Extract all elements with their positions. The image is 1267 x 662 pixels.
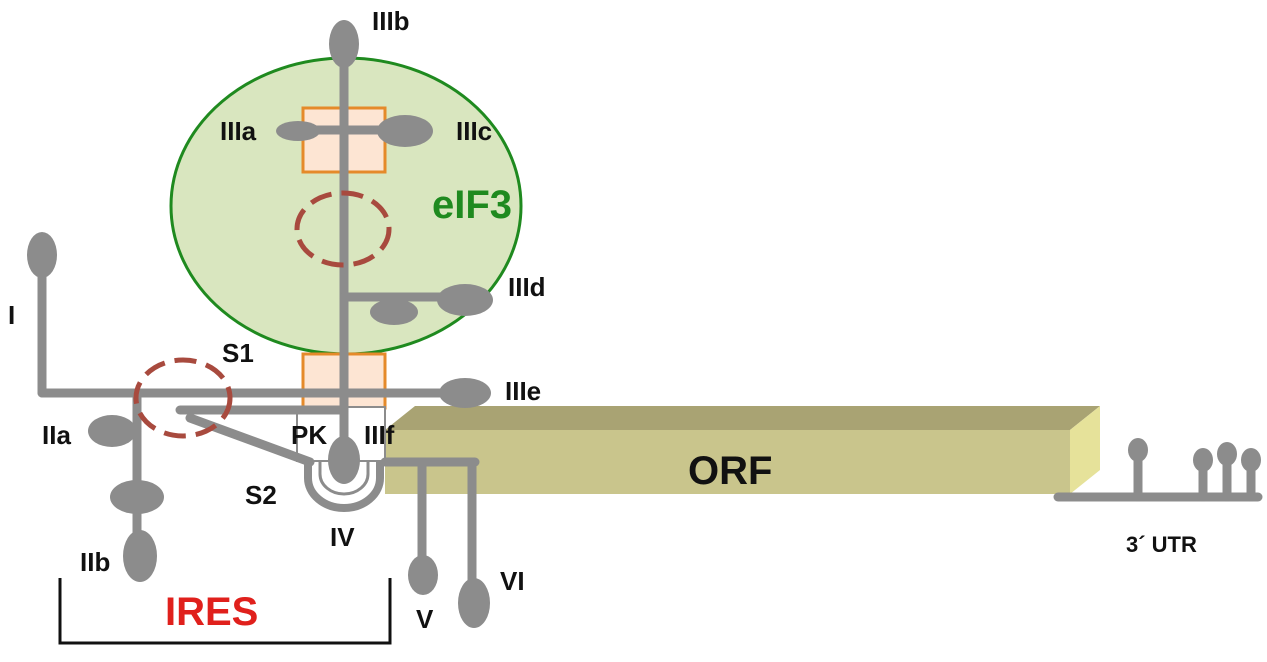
label-VI: VI <box>500 566 525 596</box>
label-I: I <box>8 300 15 330</box>
loop-IIId-upper <box>437 284 493 316</box>
loop-IIIc <box>377 115 433 147</box>
loop-utr-3 <box>1217 442 1237 466</box>
loop-utr-4 <box>1241 448 1261 472</box>
label-IIId: IIId <box>508 272 546 302</box>
label-IIa: IIa <box>42 420 71 450</box>
label-eIF3: eIF3 <box>432 183 512 227</box>
label-IV: IV <box>330 522 355 552</box>
loop-V <box>408 555 438 595</box>
dashed-site-s1 <box>133 357 233 439</box>
label-IRES: IRES <box>165 590 258 634</box>
orf-block <box>385 406 1100 494</box>
loop-IIa <box>88 415 136 447</box>
label-ORF: ORF <box>688 449 772 493</box>
label-IIIb: IIIb <box>372 6 410 36</box>
label-PK: PK <box>291 420 327 450</box>
label-IIb: IIb <box>80 547 110 577</box>
label-3utr: 3´ UTR <box>1126 532 1197 557</box>
loop-utr-2 <box>1193 448 1213 472</box>
label-IIIc: IIIc <box>456 116 492 146</box>
loop-I <box>27 232 57 278</box>
label-IIIf: IIIf <box>364 420 395 450</box>
loop-IIb <box>123 530 157 582</box>
dashed-site-eif3 <box>294 190 392 268</box>
ires-bracket <box>58 578 392 645</box>
loop-IIb-middle <box>110 480 164 514</box>
rna-loops <box>27 20 1261 628</box>
loop-IIIf <box>328 436 360 484</box>
loop-IIIb <box>329 20 359 68</box>
label-IIIe: IIIe <box>505 376 541 406</box>
loop-IIId-lower <box>370 299 418 325</box>
loop-IIIa <box>276 121 320 141</box>
loop-VI <box>458 578 490 628</box>
label-S1: S1 <box>222 338 254 368</box>
label-S2: S2 <box>245 480 277 510</box>
loop-IIIe <box>439 378 491 408</box>
loop-utr-1 <box>1128 438 1148 462</box>
label-IIIa: IIIa <box>220 116 257 146</box>
label-V: V <box>416 604 434 634</box>
domain-iv-loop <box>304 462 384 512</box>
